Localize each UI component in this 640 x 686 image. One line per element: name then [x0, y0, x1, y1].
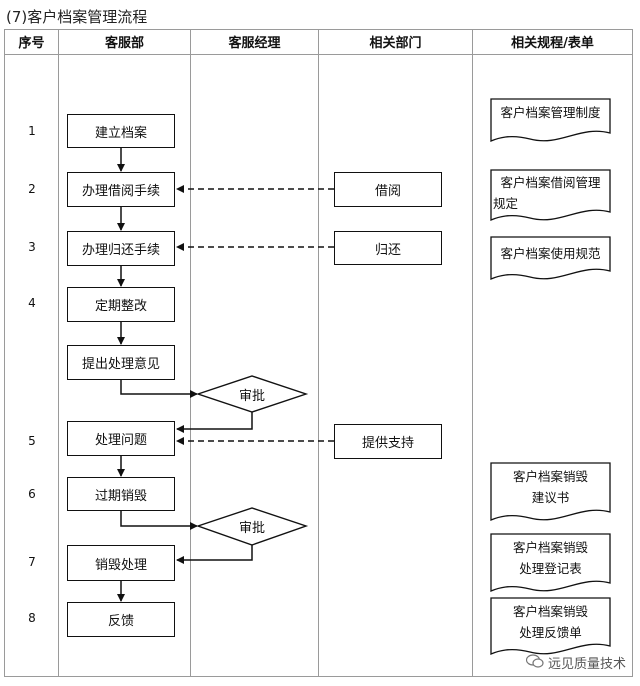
header-seq: 序号 — [18, 36, 45, 51]
doc-management-system: 客户档案管理制度 — [500, 105, 601, 120]
watermark: 远见质量技术 — [525, 653, 626, 672]
table-grid — [4, 29, 633, 677]
row-number: 7 — [28, 555, 36, 569]
doc-line: 处理反馈单 — [519, 625, 582, 640]
watermark-text: 远见质量技术 — [547, 657, 626, 672]
doc-line: 建议书 — [531, 490, 570, 505]
row-number: 8 — [28, 611, 36, 625]
step-periodic-rectify: 定期整改 — [67, 287, 175, 322]
step-handle-issue: 处理问题 — [67, 421, 175, 456]
doc-borrow-rules: 客户档案借阅管理 规定 — [491, 172, 610, 214]
approval-label: 审批 — [238, 521, 265, 536]
doc-line: 客户档案借阅管理 — [500, 175, 601, 190]
approval-connectors — [120, 380, 253, 564]
row-number: 1 — [28, 124, 36, 138]
row-number: 4 — [28, 296, 36, 310]
doc-line: 客户档案销毁 — [512, 604, 588, 619]
row-number: 5 — [28, 434, 36, 448]
doc-line: 处理登记表 — [519, 561, 582, 576]
step-return-procedure: 办理归还手续 — [67, 231, 175, 266]
doc-line: 规定 — [493, 196, 519, 211]
doc-destroy-feedback: 客户档案销毁 处理反馈单 — [491, 601, 610, 643]
approval-diamonds — [195, 375, 309, 546]
wechat-icon — [525, 653, 544, 672]
doc-destroy-proposal: 客户档案销毁 建议书 — [491, 466, 610, 508]
step-provide-support: 提供支持 — [334, 424, 442, 459]
step-borrow: 借阅 — [334, 172, 442, 207]
row-number: 2 — [28, 182, 36, 196]
row-number: 6 — [28, 487, 36, 501]
dashed-arrows — [176, 185, 334, 445]
step-propose-opinion: 提出处理意见 — [67, 345, 175, 380]
approval-label: 审批 — [238, 389, 265, 404]
step-destroy-handling: 销毁处理 — [67, 545, 175, 581]
doc-destroy-register: 客户档案销毁 处理登记表 — [491, 537, 610, 579]
page-title: (7)客户档案管理流程 — [6, 8, 148, 26]
header-service: 客服部 — [104, 36, 144, 51]
header-related: 相关部门 — [369, 36, 422, 51]
step-create-record: 建立档案 — [67, 114, 175, 148]
document-shapes — [490, 98, 611, 655]
header-manager: 客服经理 — [228, 36, 281, 51]
step-borrow-procedure: 办理借阅手续 — [67, 172, 175, 207]
step-return: 归还 — [334, 231, 442, 265]
row-number: 3 — [28, 240, 36, 254]
doc-usage-spec: 客户档案使用规范 — [500, 246, 601, 261]
step-feedback: 反馈 — [67, 602, 175, 637]
doc-line: 客户档案销毁 — [512, 469, 588, 484]
doc-line: 客户档案销毁 — [512, 540, 588, 555]
header-docs: 相关规程/表单 — [511, 36, 594, 51]
step-expired-destroy: 过期销毁 — [67, 477, 175, 511]
